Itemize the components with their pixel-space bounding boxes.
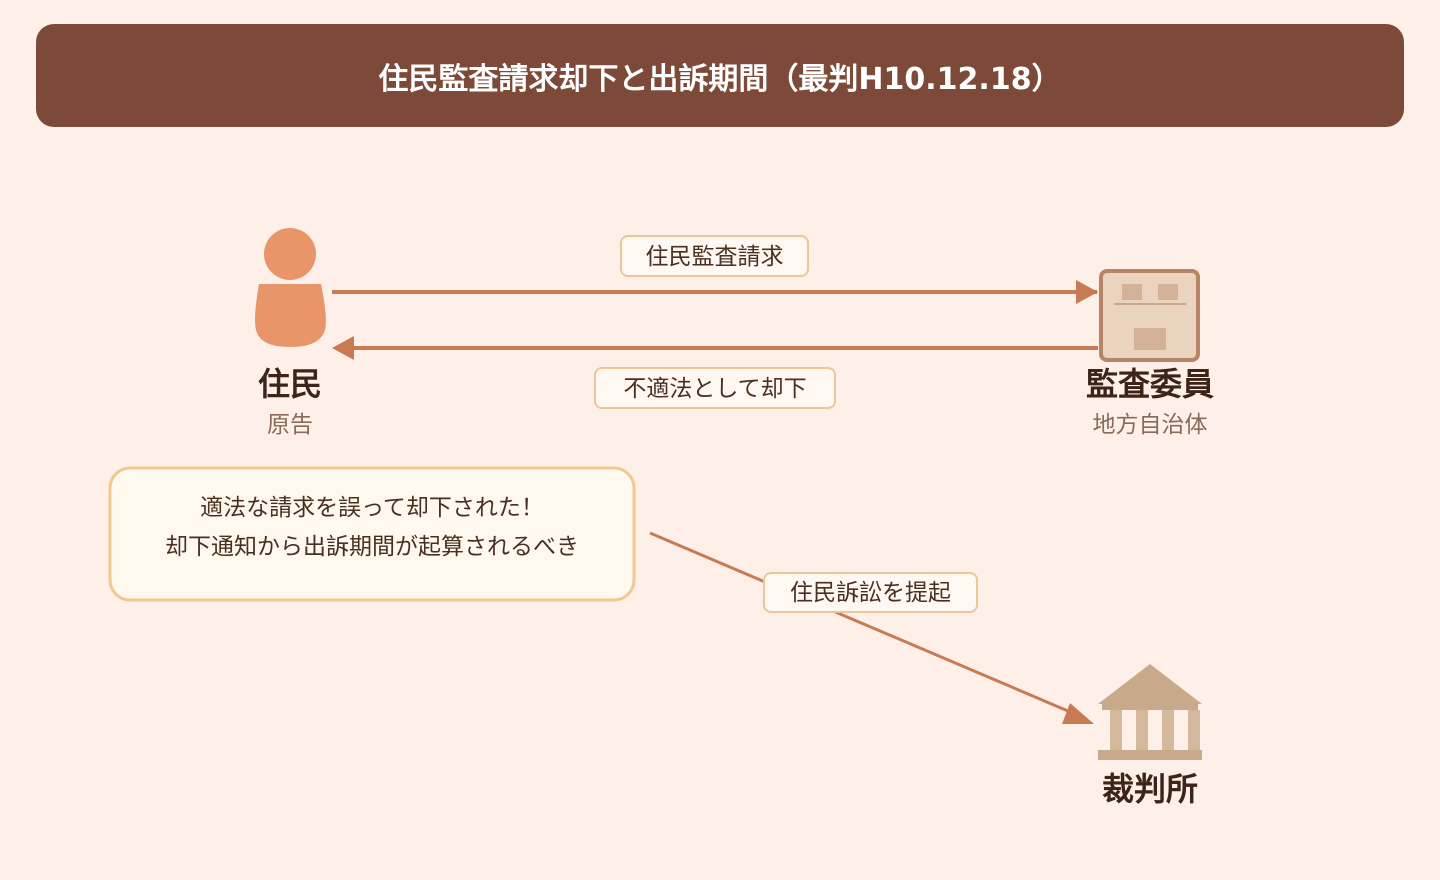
title-banner: 住民監査請求却下と出訴期間（最判H10.12.18） <box>36 24 1404 127</box>
lawsuit-label-box: 住民訴訟を提起 <box>763 572 978 613</box>
resident-role: 原告 <box>267 412 313 438</box>
speech-line-1: 適法な請求を誤って却下された！ <box>200 495 544 521</box>
lawsuit-arrow <box>649 531 1076 716</box>
rejection-label: 不適法として却下 <box>623 376 806 402</box>
auditor-role: 地方自治体 <box>1093 412 1208 438</box>
court-label: 裁判所 <box>1102 770 1198 808</box>
court-icon <box>1098 664 1202 760</box>
auditor-label: 監査委員 <box>1086 365 1214 403</box>
speech-box: 適法な請求を誤って却下された！ 却下通知から出訴期間が起算されるべき <box>108 466 636 602</box>
lawsuit-label: 住民訴訟を提起 <box>790 580 951 606</box>
resident-label: 住民 <box>258 365 322 403</box>
request-label-box: 住民監査請求 <box>620 235 809 277</box>
building-icon <box>1099 269 1200 362</box>
page-title: 住民監査請求却下と出訴期間（最判H10.12.18） <box>378 61 1062 97</box>
rejection-label-box: 不適法として却下 <box>594 367 836 409</box>
speech-line-2: 却下通知から出訴期間が起算されるべき <box>165 534 579 560</box>
person-icon <box>255 228 326 347</box>
rejection-arrowhead <box>332 336 354 360</box>
request-label: 住民監査請求 <box>646 244 784 270</box>
request-arrowhead <box>1076 280 1098 304</box>
lawsuit-arrowhead <box>1062 703 1094 724</box>
